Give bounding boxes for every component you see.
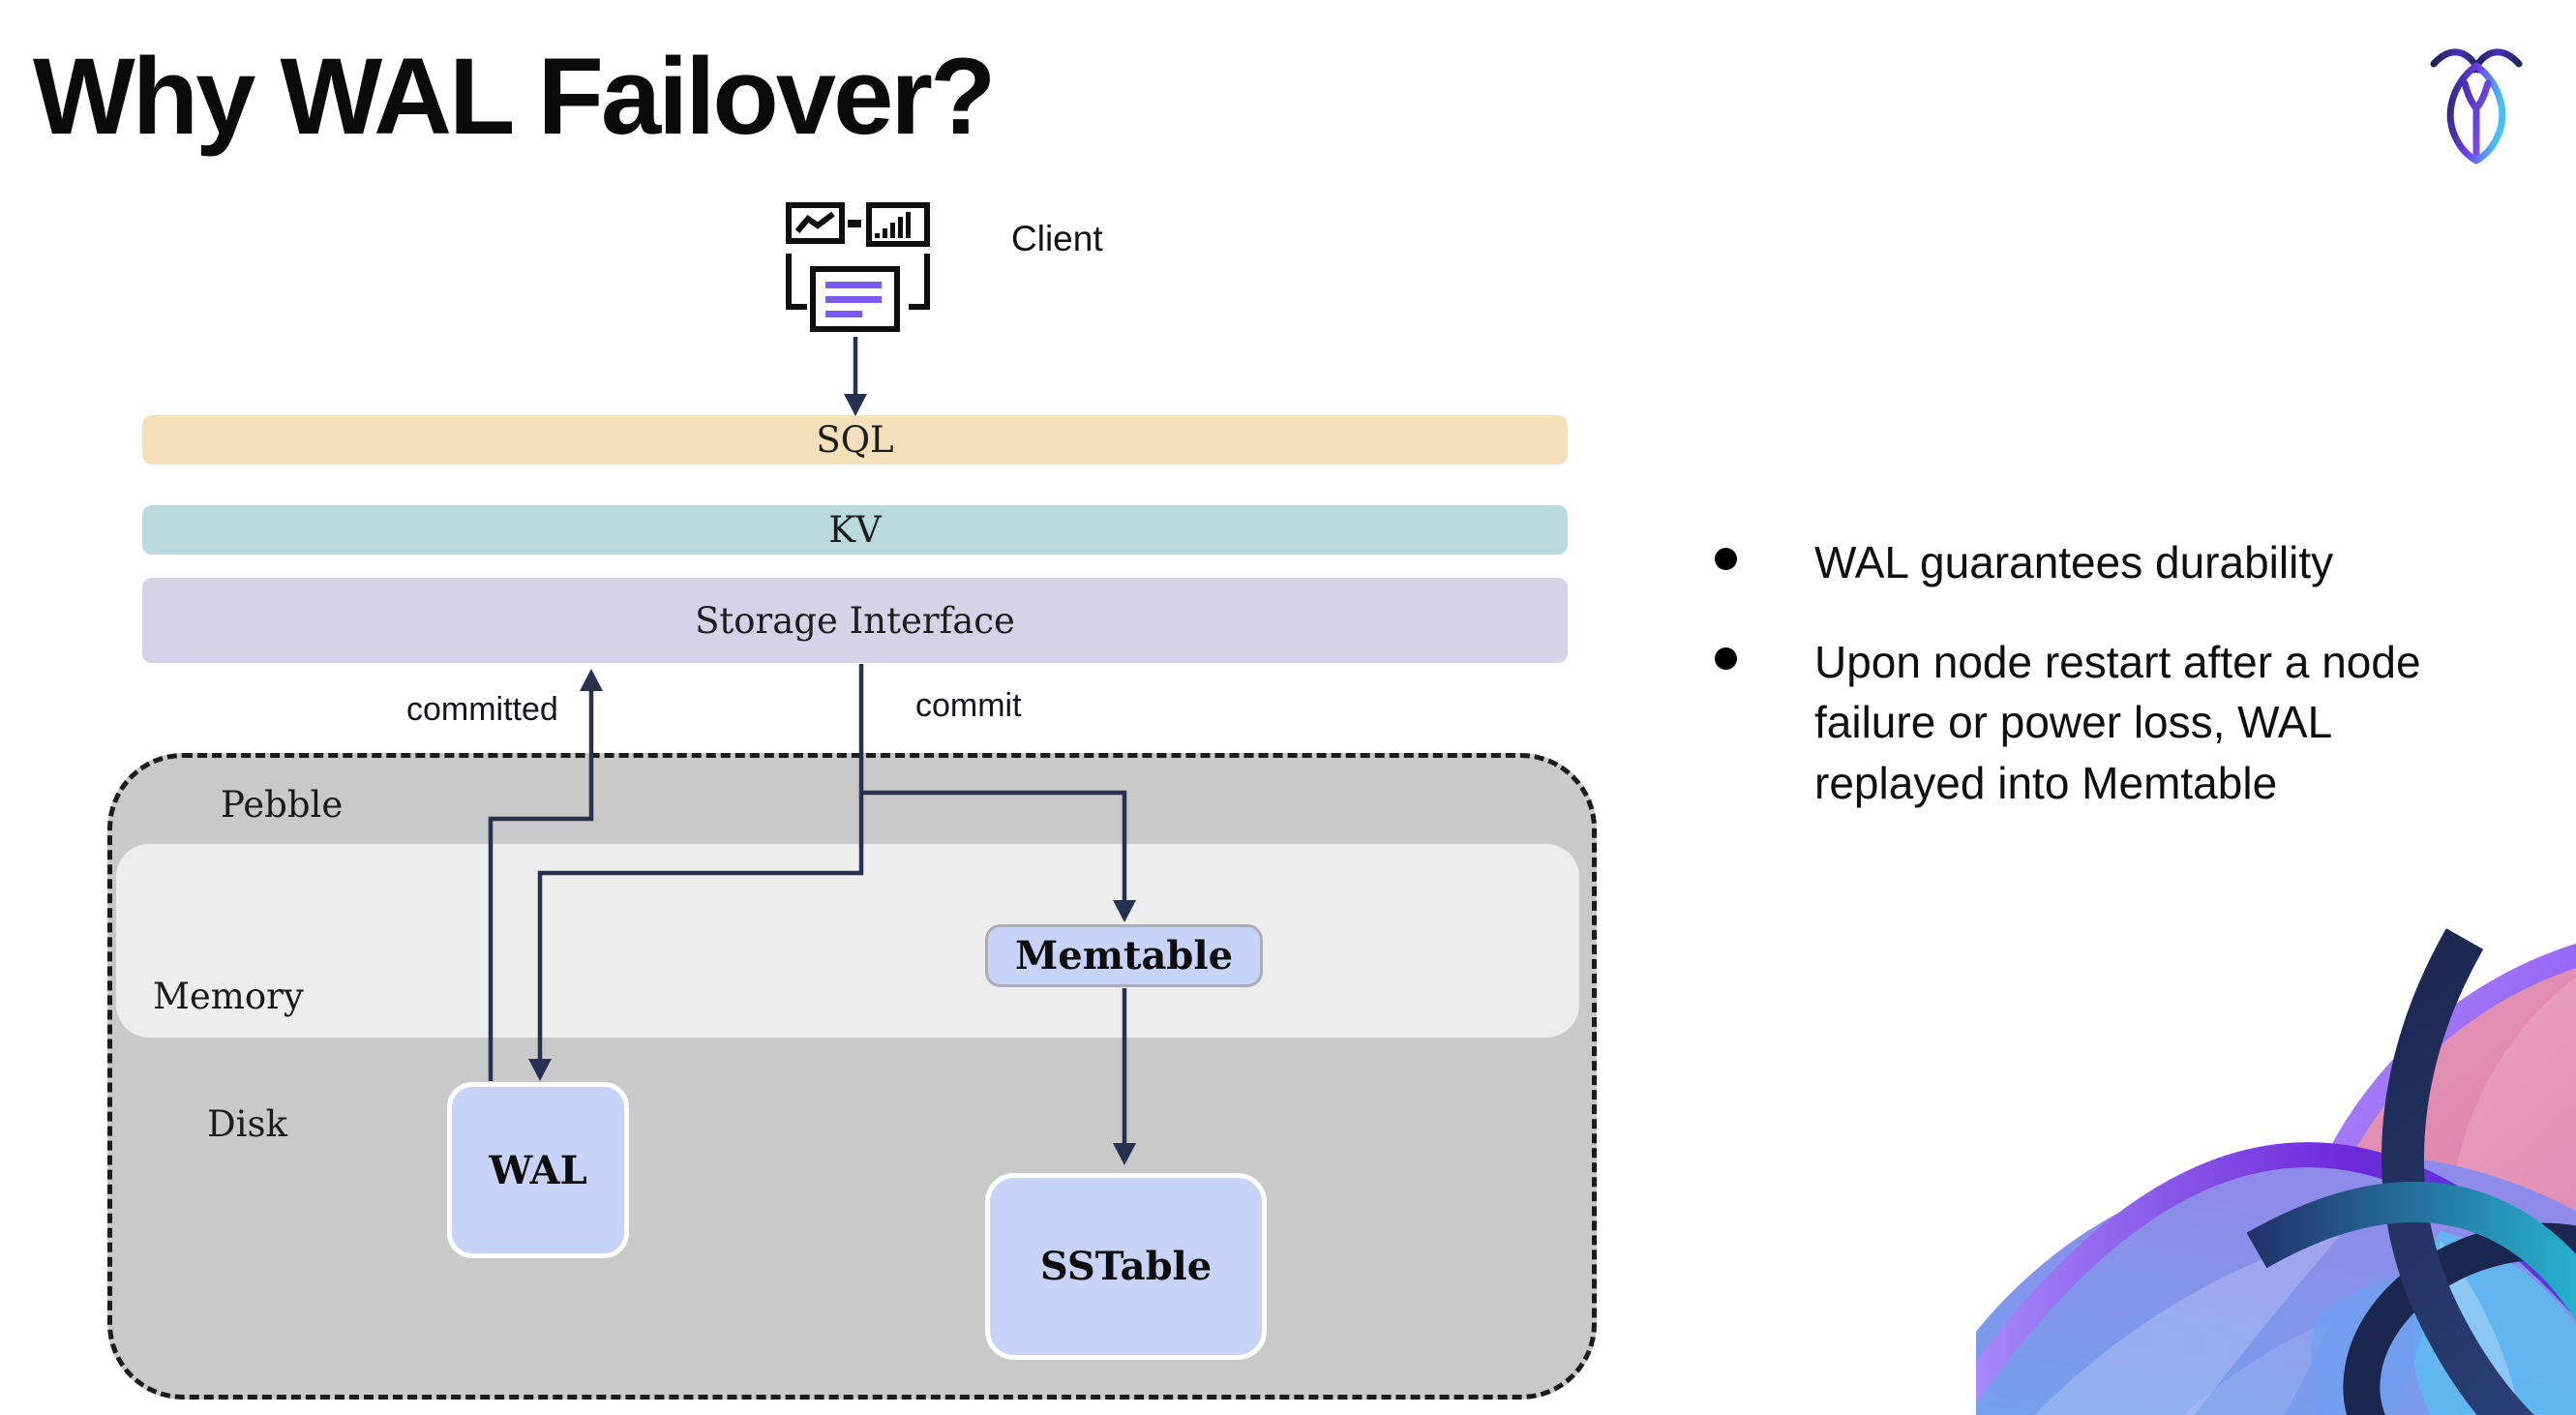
document-icon (810, 266, 900, 332)
bar-chart-icon (866, 202, 930, 247)
committed-edge-label: committed (406, 691, 558, 728)
memtable-box: Memtable (985, 924, 1263, 987)
bracket-right-icon (909, 254, 930, 310)
disk-region-label: Disk (207, 1103, 287, 1145)
kv-layer-bar: KV (142, 505, 1568, 555)
client-terminal-icon (780, 197, 935, 343)
bullet-list: WAL guarantees durability Upon node rest… (1715, 532, 2547, 852)
bullet-dot-icon (1715, 647, 1737, 670)
storage-interface-layer-bar: Storage Interface (142, 578, 1568, 663)
kv-layer-label: KV (828, 509, 882, 551)
wal-box-label: WAL (489, 1147, 587, 1193)
commit-edge-label: commit (915, 687, 1022, 724)
bullet-text: WAL guarantees durability (1814, 537, 2334, 587)
sql-layer-label: SQL (816, 419, 894, 461)
line-chart-icon (786, 202, 845, 244)
memory-region-label: Memory (153, 976, 304, 1017)
list-item: WAL guarantees durability (1715, 532, 2547, 593)
sql-layer-bar: SQL (142, 415, 1568, 465)
sstable-box: SSTable (985, 1173, 1267, 1360)
storage-interface-label: Storage Interface (695, 599, 1015, 642)
page-title: Why WAL Failover? (33, 36, 996, 157)
client-label: Client (1011, 219, 1103, 258)
cockroachdb-logo-icon (2430, 48, 2523, 165)
memory-region (116, 844, 1579, 1038)
list-item: Upon node restart after a node failure o… (1715, 632, 2547, 814)
bullet-dot-icon (1715, 548, 1737, 570)
pebble-label: Pebble (221, 784, 344, 826)
dash-connector (848, 220, 861, 227)
memtable-box-label: Memtable (1014, 933, 1234, 978)
bullet-text: Upon node restart after a node failure o… (1814, 636, 2421, 808)
brand-artwork (1976, 928, 2576, 1415)
wal-box: WAL (447, 1082, 629, 1258)
bracket-left-icon (786, 254, 807, 310)
sstable-box-label: SSTable (1039, 1244, 1213, 1289)
